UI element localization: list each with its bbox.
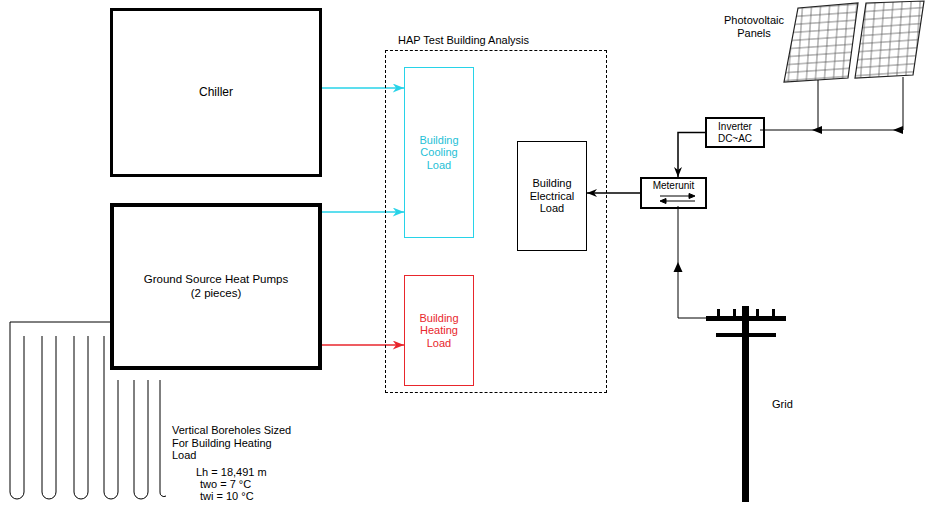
flow-arrow	[587, 192, 640, 194]
pv-panels	[784, 1, 924, 82]
node-text: Building Electrical Load	[522, 177, 582, 215]
wire	[818, 80, 819, 130]
grid-wire	[678, 206, 706, 318]
node-text: Building Heating Load	[409, 312, 469, 350]
flow-arrow	[322, 344, 404, 346]
component-label: Grid	[772, 398, 812, 411]
pv-panel	[784, 3, 858, 82]
boreholes	[10, 322, 166, 499]
borehole	[74, 336, 88, 499]
node-text: Building Cooling Load	[409, 134, 469, 172]
borehole	[160, 380, 166, 497]
component-label: Photovoltaic Panels	[718, 14, 790, 39]
note-label: Vertical Boreholes Sized For Building He…	[172, 424, 292, 462]
arrow-head	[674, 262, 683, 272]
meter-symbol	[660, 194, 695, 204]
borehole	[42, 336, 56, 499]
dimension-label: two = 7 °C	[200, 478, 310, 491]
flow-arrow	[322, 211, 404, 213]
load-box: Building Electrical Load	[517, 141, 587, 251]
load-box: Building Heating Load	[404, 275, 474, 386]
node-text: Inverter DC~AC	[711, 121, 759, 144]
analysis-region: HAP Test Building AnalysisBuilding Cooli…	[385, 50, 607, 393]
arrow-head	[893, 126, 903, 134]
dimension-label: Lh = 18,491 m	[196, 466, 306, 479]
flow-arrow	[678, 133, 705, 178]
borehole	[134, 380, 148, 499]
node-text: Meterunit	[653, 180, 695, 192]
node-text: Chiller	[199, 86, 233, 100]
region-heading: HAP Test Building Analysis	[398, 34, 529, 47]
load-box: Building Cooling Load	[404, 67, 474, 238]
node-text: Ground Source Heat Pumps (2 pieces)	[141, 273, 291, 299]
wire	[760, 130, 903, 131]
flow-arrow	[322, 87, 404, 89]
equipment-box: Chiller	[110, 8, 322, 177]
arrow-head	[812, 126, 822, 134]
inverter-box: Inverter DC~AC	[705, 117, 765, 148]
wire	[903, 77, 904, 130]
meter-box: Meterunit	[640, 177, 707, 209]
pv-panel	[855, 1, 924, 78]
equipment-box: Ground Source Heat Pumps (2 pieces)	[110, 203, 322, 370]
borehole	[10, 322, 110, 499]
pv-wiring	[760, 77, 903, 130]
dimension-label: twi = 10 °C	[200, 490, 310, 503]
